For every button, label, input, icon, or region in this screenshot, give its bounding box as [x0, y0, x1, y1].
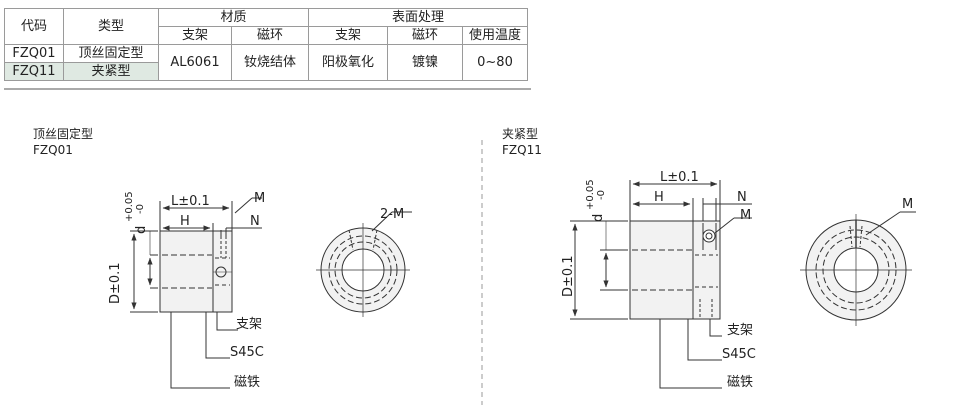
right-dimension-labels: L±0.1 H N M D±0.1 d +0.05 -0 支架 S45C 磁铁 — [561, 170, 756, 390]
right-front-view — [800, 211, 916, 326]
right-label-bracket: 支架 — [727, 323, 753, 338]
left-label-D: D±0.1 — [108, 262, 123, 304]
right-label-N: N — [737, 190, 747, 205]
left-code: FZQ01 — [33, 143, 73, 157]
bracket-material-value: AL6061 — [158, 44, 232, 81]
left-label-screw: S45C — [230, 345, 264, 360]
temperature-value: 0~80 — [462, 44, 528, 81]
header-surface-magnet: 磁环 — [387, 26, 463, 45]
row-type: 顶丝固定型 — [63, 44, 159, 63]
left-front-view — [316, 211, 412, 317]
left-label-d: d — [134, 226, 149, 234]
left-dimension-labels: L±0.1 H M N D±0.1 d +0.05 -0 支架 S45C 磁铁 — [108, 191, 265, 390]
row-code: FZQ01 — [4, 44, 64, 63]
right-label-d-tol-upper: +0.05 — [585, 179, 596, 210]
left-label-magnet: 磁铁 — [234, 375, 260, 390]
magnet-material-value: 钕烧结体 — [231, 44, 309, 81]
left-label-N: N — [250, 214, 260, 229]
left-label-H: H — [180, 214, 190, 229]
left-label-M: M — [254, 191, 265, 206]
right-title: 夹紧型 — [502, 127, 539, 141]
right-label-D: D±0.1 — [561, 255, 576, 297]
right-label-H: H — [654, 190, 664, 205]
right-label-magnet: 磁铁 — [727, 375, 753, 390]
left-label-screw-count: 2-M — [380, 207, 404, 222]
left-label-bracket: 支架 — [236, 317, 262, 332]
row-type: 夹紧型 — [63, 62, 159, 81]
right-label-screw: S45C — [722, 347, 756, 362]
right-label-d: d — [591, 214, 606, 222]
right-code: FZQ11 — [502, 143, 542, 157]
left-side-view — [159, 230, 233, 313]
right-side-view — [629, 220, 721, 320]
spec-table: 代码 类型 材质 表面处理 支架 磁环 支架 磁环 使用温度 FZQ01 顶丝固… — [4, 8, 528, 81]
right-dimensions — [570, 180, 752, 389]
right-caption: 夹紧型 FZQ11 — [502, 126, 542, 158]
left-dimensions — [130, 197, 262, 389]
bracket-surface-value: 阳极氧化 — [308, 44, 388, 81]
left-label-d-tol-lower: -0 — [135, 204, 146, 214]
left-label-L: L±0.1 — [171, 194, 210, 209]
right-label-L: L±0.1 — [660, 170, 699, 185]
left-title: 顶丝固定型 — [33, 127, 94, 141]
left-caption: 顶丝固定型 FZQ01 — [33, 126, 93, 158]
header-code: 代码 — [4, 8, 64, 45]
header-type: 类型 — [63, 8, 159, 45]
right-label-d-tol-lower: -0 — [596, 190, 607, 200]
left-label-d-tol-upper: +0.05 — [124, 191, 135, 222]
right-label-M: M — [740, 208, 751, 223]
right-label-screw: M — [902, 197, 913, 212]
row-code: FZQ11 — [4, 62, 64, 81]
